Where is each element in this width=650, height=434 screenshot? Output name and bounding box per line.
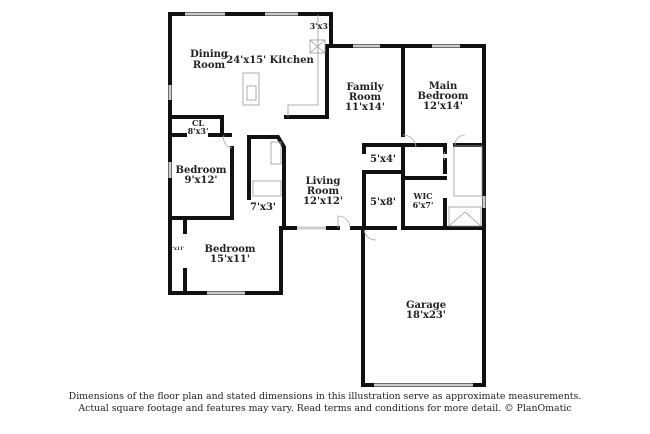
svg-text:9'x12': 9'x12' <box>185 175 218 186</box>
svg-text:Room: Room <box>307 186 340 197</box>
svg-text:Room: Room <box>193 60 226 71</box>
svg-text:Bedroom: Bedroom <box>205 244 256 255</box>
disclaimer-line-1: Dimensions of the floor plan and stated … <box>68 391 582 402</box>
room-bedroom-2: Bedroom 15'x11' <box>205 244 256 265</box>
svg-text:Bedroom: Bedroom <box>418 91 469 102</box>
room-main-bedroom: Main Bedroom 12'x14' <box>418 81 469 112</box>
room-bath: 7'x3' <box>250 202 276 213</box>
room-laundry: 5'x8' <box>370 197 396 208</box>
room-kitchen: 24'x15' Kitchen <box>226 55 314 66</box>
svg-text:18'x23': 18'x23' <box>406 310 446 321</box>
fixtures <box>242 15 483 227</box>
room-bedroom-1: Bedroom 9'x12' <box>176 165 227 186</box>
walls <box>168 12 486 387</box>
svg-text:15'x11': 15'x11' <box>210 254 250 265</box>
svg-text:Garage: Garage <box>406 300 446 311</box>
room-closet: CL 8'x3' <box>188 118 209 136</box>
svg-text:Bedroom: Bedroom <box>176 165 227 176</box>
room-garage: Garage 18'x23' <box>406 300 446 321</box>
room-living: Living Room 12'x12' <box>303 176 343 207</box>
svg-text:12'x12': 12'x12' <box>303 196 343 207</box>
room-bedroom-2-closet: 2'x11' <box>170 246 185 252</box>
svg-text:CL: CL <box>192 118 204 128</box>
svg-text:Living: Living <box>306 176 341 187</box>
svg-text:Dining: Dining <box>190 49 228 60</box>
room-wic: WIC 6'x7' <box>412 191 433 210</box>
room-family: Family Room 11'x14' <box>345 82 385 113</box>
svg-text:Room: Room <box>349 92 382 103</box>
svg-text:8'x3': 8'x3' <box>188 126 209 136</box>
svg-text:WIC: WIC <box>412 191 432 201</box>
doors <box>223 134 466 241</box>
room-pantry: 3'x3' <box>310 21 331 31</box>
windows <box>168 12 486 387</box>
svg-text:11'x14': 11'x14' <box>345 102 385 113</box>
svg-text:Family: Family <box>346 82 384 93</box>
room-dining: Dining Room <box>190 49 228 71</box>
room-closet-5x4: 5'x4' <box>370 154 396 165</box>
disclaimer-line-2: Actual square footage and features may v… <box>78 403 572 414</box>
svg-text:12'x14': 12'x14' <box>423 101 463 112</box>
svg-text:Main: Main <box>429 81 458 92</box>
svg-text:6'x7': 6'x7' <box>413 200 434 210</box>
